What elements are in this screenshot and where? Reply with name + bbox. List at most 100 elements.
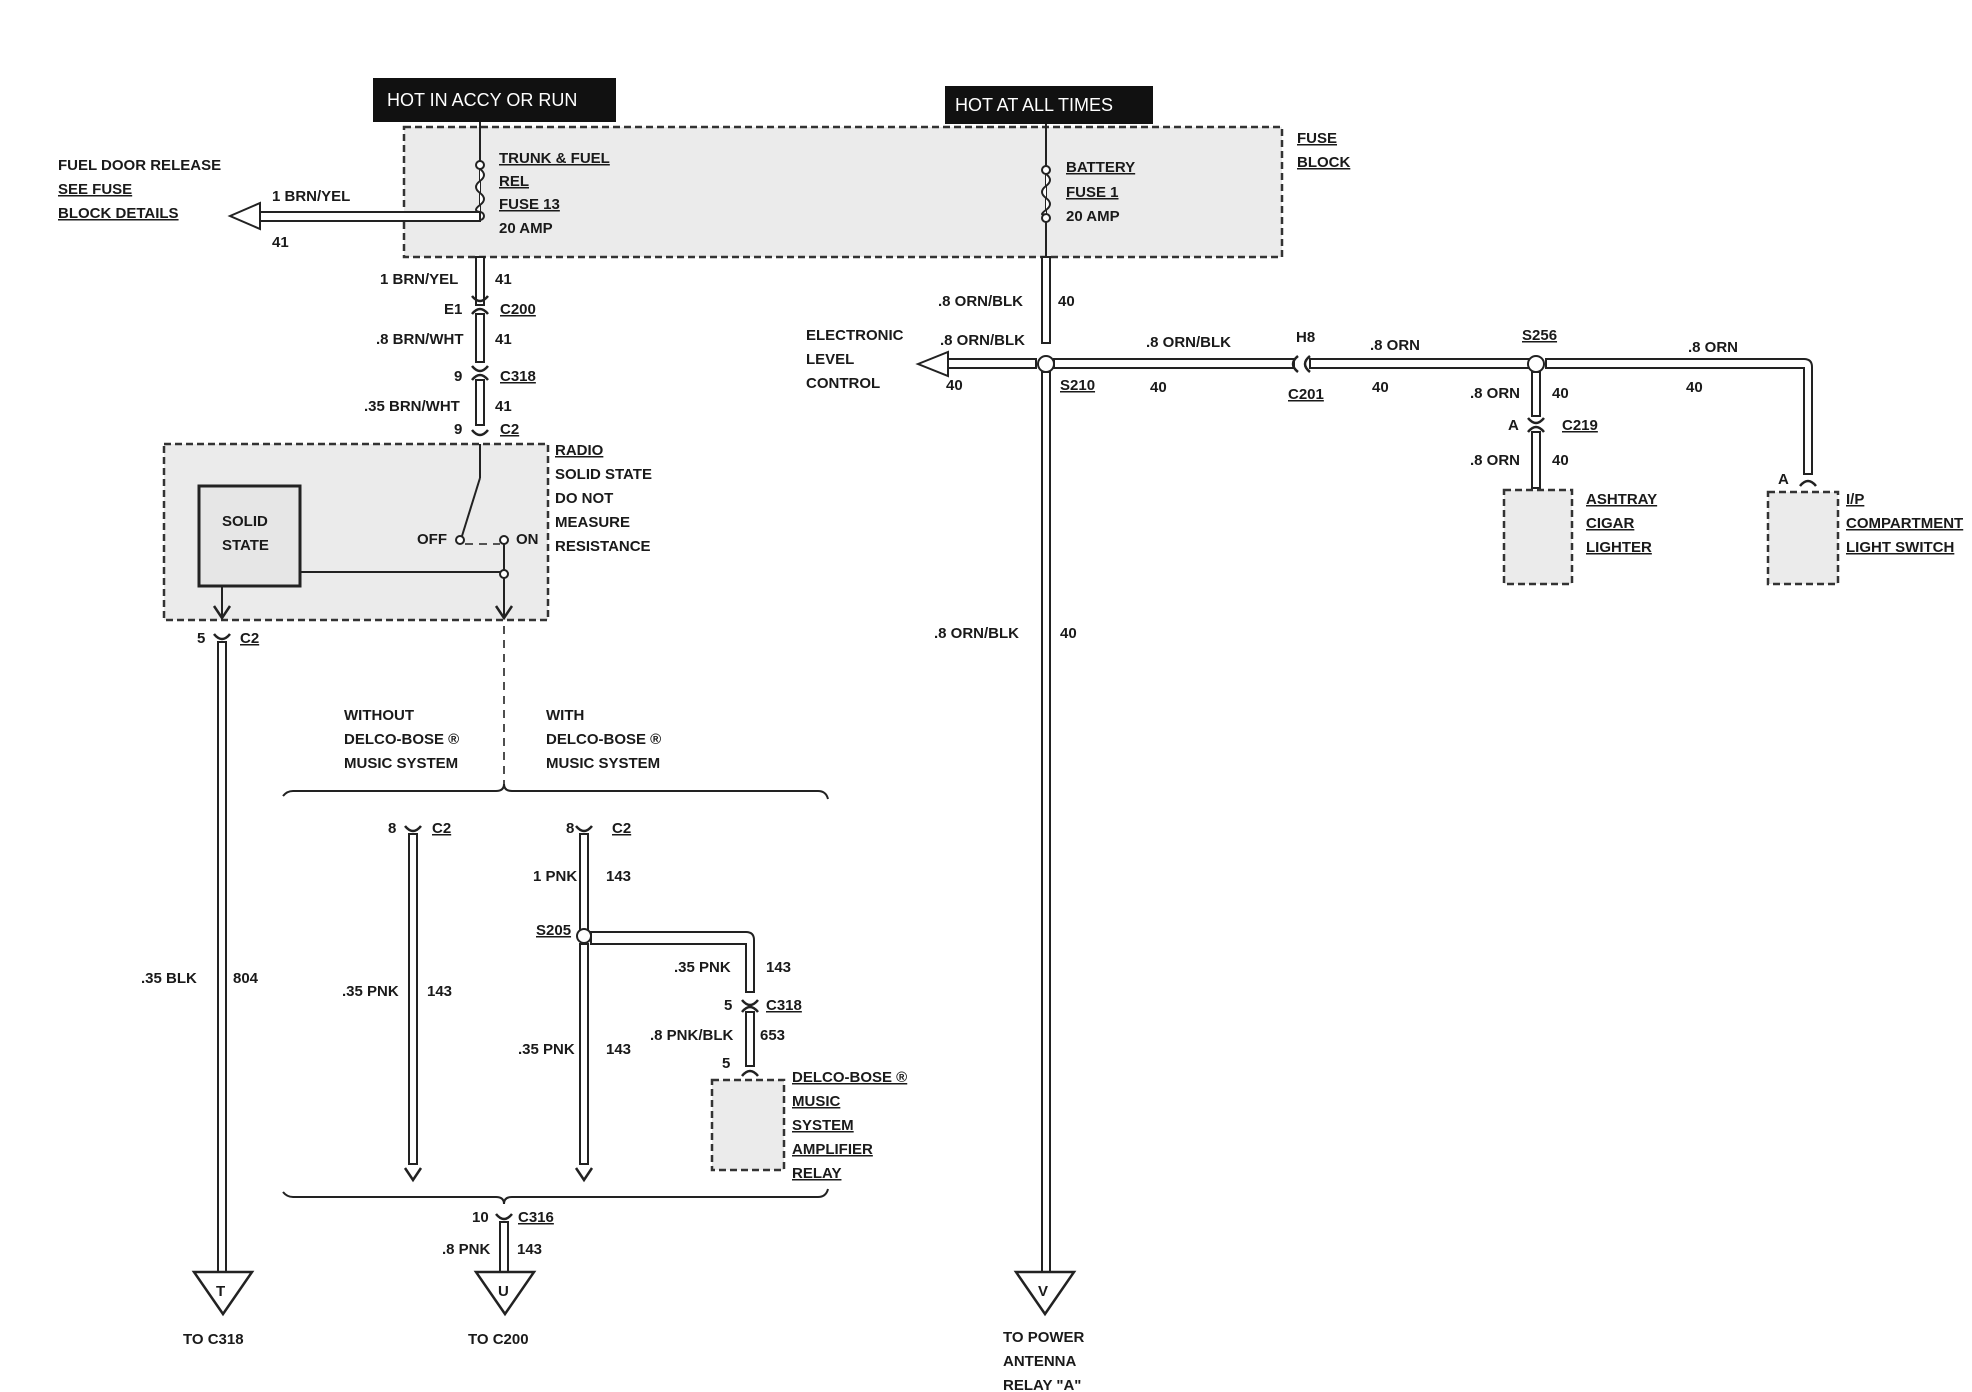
t-conn: C2 xyxy=(240,630,259,647)
fuel-door-wire: 1 BRN/YEL xyxy=(272,188,350,205)
branch-wire2: .8 PNK/BLK xyxy=(650,1027,734,1044)
v-circuit: 40 xyxy=(1060,625,1077,642)
t-dest: TO C318 xyxy=(183,1331,244,1348)
left-c318: C318 xyxy=(500,368,536,385)
solid-state-box xyxy=(197,484,302,588)
without-line-2: DELCO-BOSE ® xyxy=(344,731,459,748)
v-terminal-icon xyxy=(1013,1270,1077,1317)
ip-line-3: LIGHT SWITCH xyxy=(1846,539,1954,556)
elc-line-1: ELECTRONIC xyxy=(806,327,904,344)
branch-pin: 5 xyxy=(724,997,732,1014)
radio-switch xyxy=(461,477,481,537)
v-dest-3: RELAY "A" xyxy=(1003,1377,1081,1392)
branch-conn: C318 xyxy=(766,997,802,1014)
branch-circuit: 143 xyxy=(766,959,791,976)
svg-text:HOT AT ALL TIMES: HOT AT ALL TIMES xyxy=(955,95,1113,115)
fuse1-line-3: 20 AMP xyxy=(1066,208,1120,225)
ip-line-2: COMPARTMENT xyxy=(1846,515,1963,532)
branch-wire: .35 PNK xyxy=(674,959,731,976)
u-circuit: 143 xyxy=(517,1241,542,1258)
elc-wire: .8 ORN/BLK xyxy=(940,332,1025,349)
left-c200: C200 xyxy=(500,301,536,318)
v-dest-2: ANTENNA xyxy=(1003,1353,1076,1370)
relay-line-2: MUSIC xyxy=(792,1093,841,1110)
without-line-3: MUSIC SYSTEM xyxy=(344,755,458,772)
w-circuit1: 143 xyxy=(606,868,631,885)
u-terminal-icon xyxy=(473,1270,537,1317)
fuse-block xyxy=(402,125,1284,259)
v-letter: V xyxy=(1038,1283,1048,1300)
radio-label-5: RESISTANCE xyxy=(555,538,651,555)
right-c1: 40 xyxy=(1058,293,1075,310)
left-e1: E1 xyxy=(444,301,462,318)
ip-switch-box xyxy=(1766,490,1840,586)
fuel-door-arrow-icon xyxy=(227,201,261,231)
left-w2: .8 BRN/WHT xyxy=(376,331,464,348)
option-bracket-top xyxy=(282,783,829,800)
t-wire: .35 BLK xyxy=(141,970,197,987)
w-pin: 8 xyxy=(566,820,574,837)
fuse13-line-2: REL xyxy=(499,173,529,190)
v-dest-1: TO POWER xyxy=(1003,1329,1085,1346)
splice-s210 xyxy=(1037,355,1055,373)
v-wire: .8 ORN/BLK xyxy=(934,625,1019,642)
r-circuit: 40 xyxy=(1686,379,1703,396)
fuel-door-line-3: BLOCK DETAILS xyxy=(58,205,179,222)
without-line-1: WITHOUT xyxy=(344,707,414,724)
h-circuit2: 40 xyxy=(1372,379,1389,396)
branch-circuit2: 653 xyxy=(760,1027,785,1044)
fuse-block-label-1: FUSE xyxy=(1297,130,1337,147)
radio-label-3: DO NOT xyxy=(555,490,613,507)
u-wire: .8 PNK xyxy=(442,1241,491,1258)
splice-s256 xyxy=(1527,355,1545,373)
radio-label-1: RADIO xyxy=(555,442,604,459)
t-terminal-icon xyxy=(191,1270,255,1317)
d-pin-a: A xyxy=(1508,417,1519,434)
d-c219: C219 xyxy=(1562,417,1598,434)
left-pin9a: 9 xyxy=(454,368,462,385)
ip-pin: A xyxy=(1778,471,1789,488)
radio-label-2: SOLID STATE xyxy=(555,466,652,483)
fuse13-line-4: 20 AMP xyxy=(499,220,553,237)
relay-pin: 5 xyxy=(722,1055,730,1072)
wo-conn: C2 xyxy=(432,820,451,837)
left-c2: 41 xyxy=(495,331,512,348)
wo-wire: .35 PNK xyxy=(342,983,399,1000)
w-conn: C2 xyxy=(612,820,631,837)
elc-circuit: 40 xyxy=(946,377,963,394)
relay-line-4: AMPLIFIER xyxy=(792,1141,873,1158)
w-splice: S205 xyxy=(536,922,571,939)
u-pin: 10 xyxy=(472,1209,489,1226)
u-conn: C316 xyxy=(518,1209,554,1226)
h-h8: H8 xyxy=(1296,329,1315,346)
right-s210: S210 xyxy=(1060,377,1095,394)
ip-line-1: I/P xyxy=(1846,491,1864,508)
t-letter: T xyxy=(216,1283,225,1300)
relay-line-3: SYSTEM xyxy=(792,1117,854,1134)
d-wire1: .8 ORN xyxy=(1470,385,1520,402)
header-all-times: HOT AT ALL TIMES xyxy=(945,86,1153,124)
t-circuit: 804 xyxy=(233,970,259,987)
left-w1: 1 BRN/YEL xyxy=(380,271,458,288)
elc-arrow-icon xyxy=(915,350,949,378)
h-c201: C201 xyxy=(1288,386,1324,403)
left-c3: 41 xyxy=(495,398,512,415)
radio-label-4: MEASURE xyxy=(555,514,630,531)
with-line-3: MUSIC SYSTEM xyxy=(546,755,660,772)
h-circuit: 40 xyxy=(1150,379,1167,396)
d-wire2: .8 ORN xyxy=(1470,452,1520,469)
r-wire: .8 ORN xyxy=(1688,339,1738,356)
radio-on: ON xyxy=(516,531,539,548)
elc-line-2: LEVEL xyxy=(806,351,854,368)
relay-line-1: DELCO-BOSE ® xyxy=(792,1069,907,1086)
fuse13-line-3: FUSE 13 xyxy=(499,196,560,213)
h-wire: .8 ORN/BLK xyxy=(1146,334,1231,351)
ashtray-line-2: CIGAR xyxy=(1586,515,1635,532)
radio-off: OFF xyxy=(417,531,447,548)
amplifier-relay-box xyxy=(710,1078,786,1172)
wo-circuit: 143 xyxy=(427,983,452,1000)
fuse1-line-1: BATTERY xyxy=(1066,159,1135,176)
fuel-door-line-1: FUEL DOOR RELEASE xyxy=(58,157,221,174)
left-c2conn: C2 xyxy=(500,421,519,438)
w-wire2: .35 PNK xyxy=(518,1041,575,1058)
